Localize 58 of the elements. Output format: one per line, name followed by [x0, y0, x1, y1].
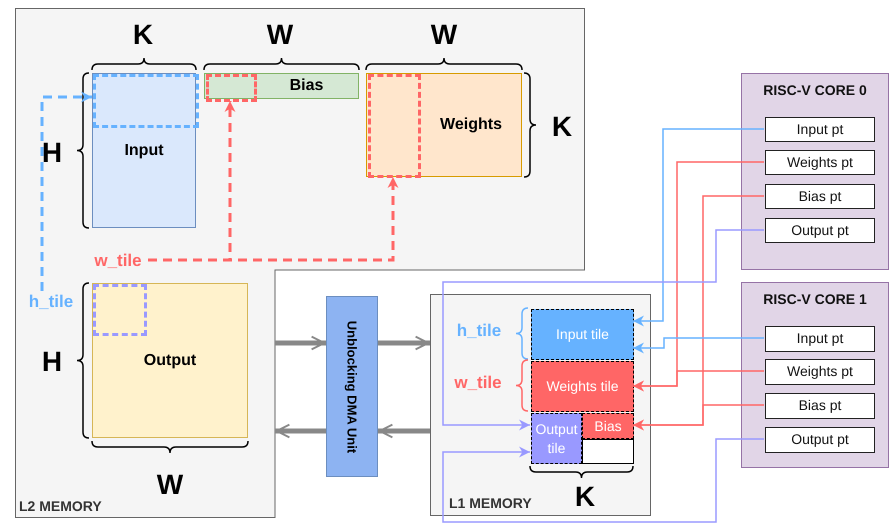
pointer-box: Weights pt	[765, 150, 875, 175]
dimension-label: w_tile	[454, 373, 502, 393]
arrow	[633, 370, 764, 392]
dimension-label: K	[552, 111, 572, 143]
panel-title: L1 MEMORY	[449, 495, 532, 511]
arrow	[148, 177, 398, 262]
arrow	[378, 424, 430, 438]
pointer-box: Output pt	[765, 427, 875, 453]
block-label: Unblocking DMA Unit	[344, 320, 360, 453]
arrow	[275, 424, 326, 438]
dimension-label: K	[132, 19, 154, 51]
core-panel	[741, 282, 889, 468]
arrow	[442, 229, 764, 430]
pointer-box: Input pt	[765, 117, 875, 142]
matrix-block	[366, 73, 522, 177]
panel-title: RISC-V CORE 0	[762, 82, 868, 98]
block-label: Weights	[440, 116, 502, 134]
pointer-box: Bias pt	[765, 184, 875, 209]
arrow	[275, 336, 326, 350]
block-label: Output	[144, 352, 196, 370]
pointer-box: Weights pt	[765, 359, 875, 385]
matrix-block	[92, 283, 248, 438]
panel-title: L2 MEMORY	[19, 498, 102, 514]
panel-title: RISC-V CORE 1	[762, 291, 868, 307]
tile-label: h_tile	[22, 291, 80, 313]
dimension-label: h_tile	[456, 321, 502, 341]
arrow	[40, 92, 92, 291]
dimension-label: H	[42, 346, 62, 378]
dimension-label: K	[574, 481, 596, 513]
matrix-block	[204, 73, 359, 99]
tile-block: Bias	[582, 413, 634, 439]
tile-label: w_tile	[88, 250, 148, 272]
arrow	[442, 438, 764, 523]
dma-unit-box	[326, 296, 378, 477]
dimension-label: H	[42, 137, 62, 169]
tile-block: Input tile	[531, 309, 634, 360]
tile-block: Output tile	[531, 413, 582, 464]
tile-block: Weights tile	[531, 361, 634, 412]
empty-block	[582, 439, 634, 464]
tile-outline	[368, 74, 421, 178]
arrow	[633, 404, 764, 430]
pointer-box: Bias pt	[765, 393, 875, 419]
block-label: Input	[124, 142, 164, 160]
pointer-box: Input pt	[765, 326, 875, 352]
dimension-label: W	[430, 19, 458, 51]
memory-panel	[430, 294, 651, 516]
arrow	[633, 128, 764, 326]
matrix-block	[92, 73, 196, 228]
block-label: Bias	[290, 77, 324, 95]
dimension-label: W	[156, 469, 184, 501]
tile-outline	[93, 74, 199, 128]
core-panel	[741, 73, 889, 270]
arrow	[378, 336, 430, 350]
tile-outline	[93, 284, 147, 336]
pointer-box: Output pt	[765, 218, 875, 243]
dimension-label: W	[266, 19, 294, 51]
tile-outline	[206, 74, 257, 102]
arrow	[633, 337, 764, 354]
